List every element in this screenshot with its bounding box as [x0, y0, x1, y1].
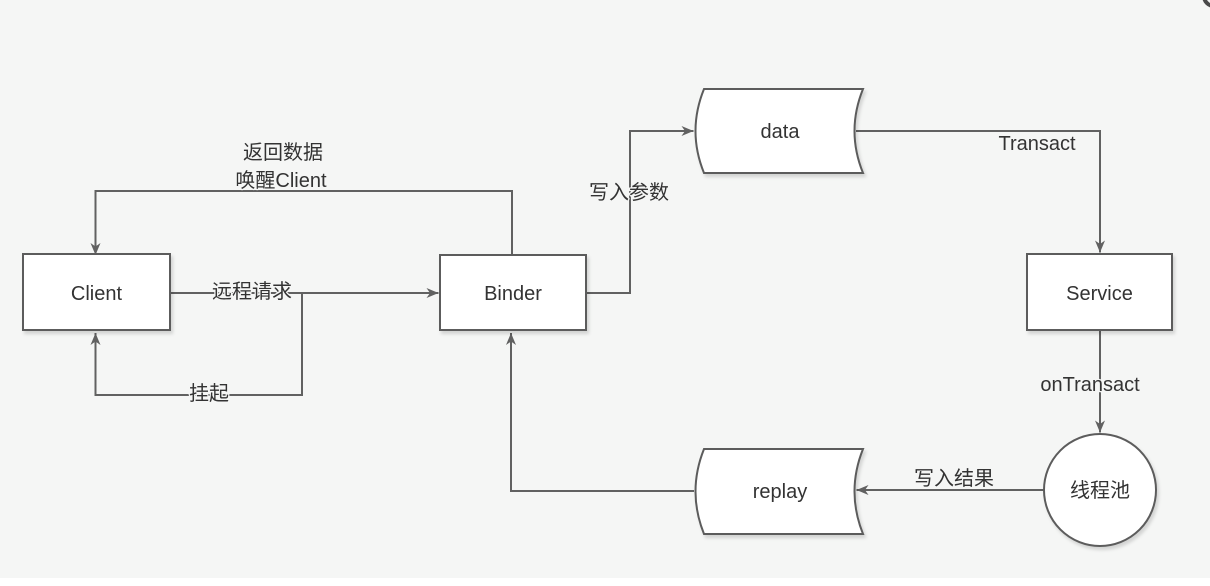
- edge-suspend: [90, 293, 303, 396]
- edge-return-data: [90, 190, 513, 255]
- thread-pool-label: 线程池: [1070, 479, 1130, 502]
- edge-transact: [856, 130, 1105, 253]
- transact-label: Transact: [998, 133, 1076, 155]
- node-service: Service: [1026, 253, 1173, 331]
- nodes: Client Binder Service data replay 线程池: [22, 88, 1173, 547]
- node-data: data: [694, 88, 865, 174]
- edge-labels: 返回数据 唤醒Client 远程请求 挂起 写入参数 Transact onTr…: [188, 132, 1142, 492]
- client-label: Client: [71, 283, 123, 305]
- suspend-label: 挂起: [189, 382, 229, 405]
- node-client: Client: [22, 253, 171, 331]
- service-label: Service: [1066, 283, 1133, 305]
- node-thread-pool: 线程池: [1043, 433, 1157, 547]
- node-binder: Binder: [439, 254, 587, 331]
- replay-label: replay: [753, 481, 807, 503]
- on-transact-label: onTransact: [1040, 374, 1140, 396]
- return-data-label-line2: 唤醒Client: [235, 169, 327, 192]
- write-result-label: 写入结果: [914, 467, 994, 490]
- edge-write-params: [586, 126, 694, 294]
- write-params-label: 写入参数: [589, 181, 669, 204]
- data-label: data: [761, 121, 801, 143]
- edge-replay-return: [506, 333, 694, 492]
- edges: [90, 126, 1105, 495]
- return-data-label-line1: 返回数据: [243, 141, 323, 164]
- node-replay: replay: [694, 448, 865, 535]
- binder-label: Binder: [484, 283, 542, 305]
- remote-request-label: 远程请求: [212, 280, 292, 303]
